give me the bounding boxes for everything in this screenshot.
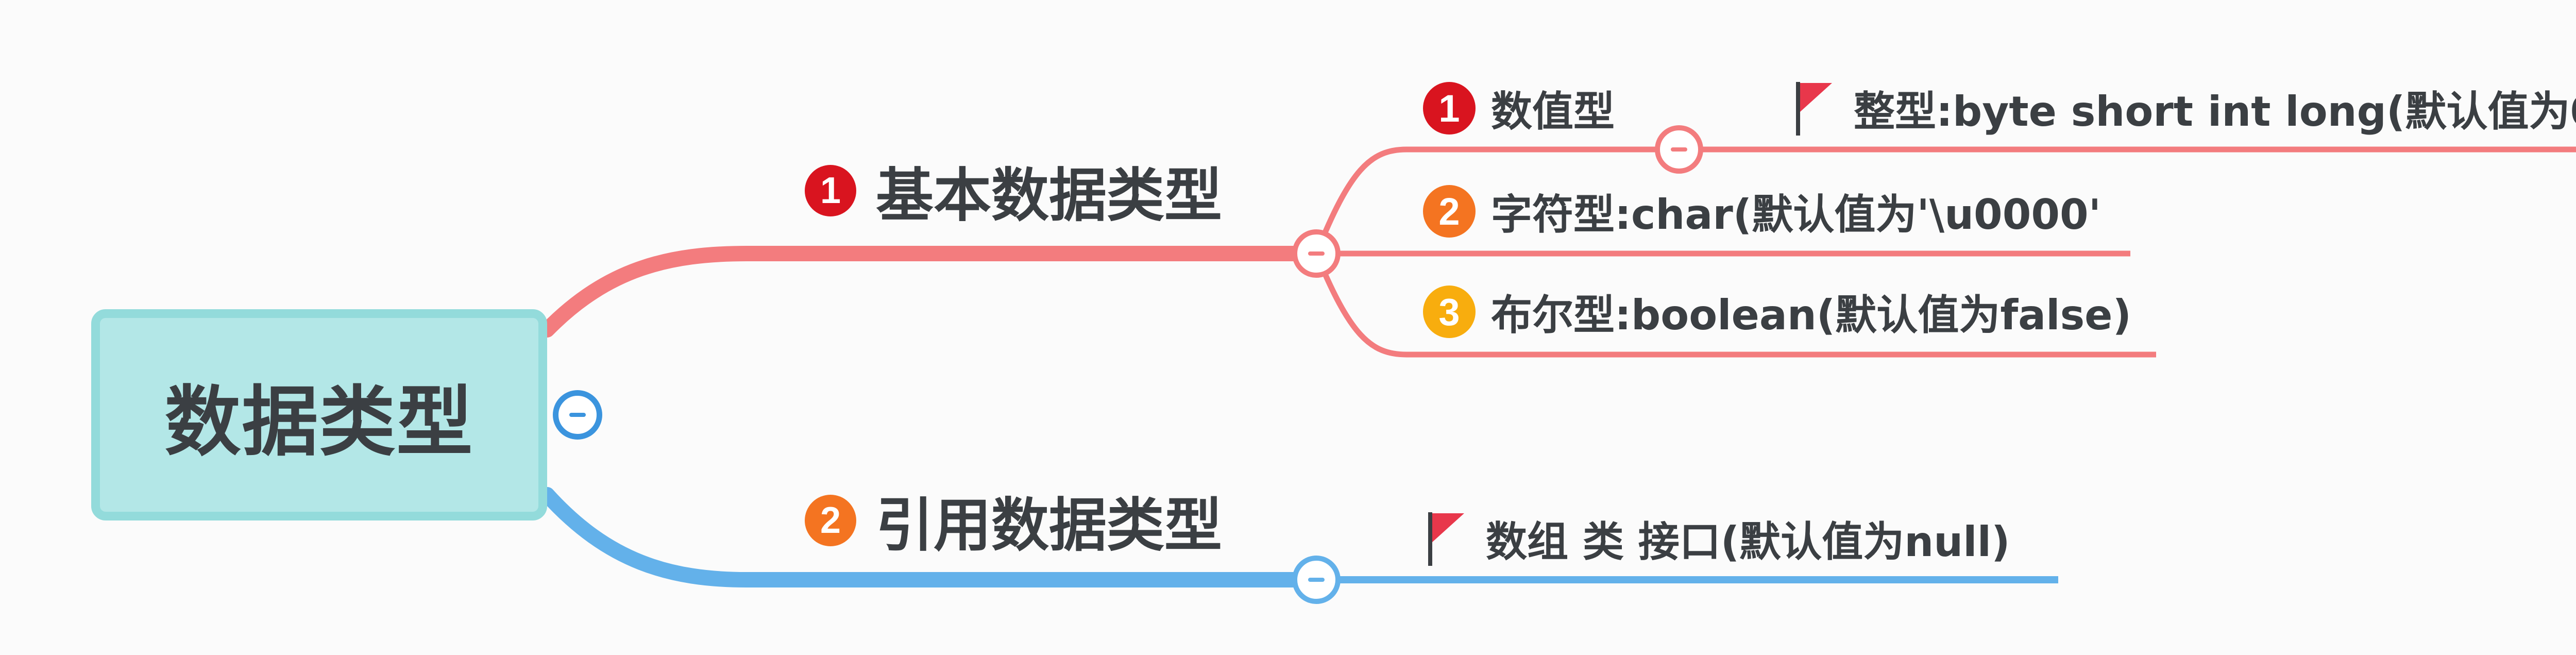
topic-numeric[interactable]: 1 数值型 bbox=[1423, 77, 1615, 139]
branch-primitive-types[interactable]: 1 基本数据类型 bbox=[805, 155, 1222, 229]
link-child-numeric bbox=[1313, 146, 2576, 255]
topic-reference-list[interactable]: 数组 类 接口(默认值为null) bbox=[1426, 508, 2010, 569]
topic-integer-label: 整型:byte short int long(默认值为0) bbox=[1854, 88, 2576, 136]
minus-icon bbox=[1308, 577, 1325, 582]
topic-char-label: 字符型:char(默认值为'\u0000' bbox=[1491, 191, 2102, 239]
link-child-boolean bbox=[1313, 252, 2156, 358]
root-topic-label: 数据类型 bbox=[164, 377, 474, 466]
root-topic[interactable]: 数据类型 bbox=[91, 309, 547, 520]
topic-reference-list-label: 数组 类 接口(默认值为null) bbox=[1486, 518, 2010, 566]
collapse-branch1-button[interactable] bbox=[1292, 229, 1341, 278]
collapse-branch2-button[interactable] bbox=[1292, 556, 1341, 604]
link-root-branch1 bbox=[539, 246, 1324, 338]
red-flag-icon bbox=[1428, 512, 1464, 566]
collapse-numeric-button[interactable] bbox=[1655, 125, 1703, 174]
branch-reference-types[interactable]: 2 引用数据类型 bbox=[805, 484, 1222, 559]
link-root-branch2 bbox=[539, 487, 1324, 587]
branch-reference-types-label: 引用数据类型 bbox=[876, 492, 1222, 559]
priority-1-marker: 1 bbox=[805, 165, 856, 216]
minus-icon bbox=[569, 412, 586, 417]
minus-icon bbox=[1670, 147, 1688, 152]
branch-primitive-types-label: 基本数据类型 bbox=[876, 162, 1222, 229]
red-flag-icon bbox=[1796, 82, 1832, 136]
topic-char[interactable]: 2 字符型:char(默认值为'\u0000' bbox=[1423, 180, 2101, 242]
topic-boolean[interactable]: 3 布尔型:boolean(默认值为false) bbox=[1423, 281, 2131, 343]
priority-3-marker: 3 bbox=[1423, 285, 1476, 338]
minus-icon bbox=[1308, 251, 1325, 256]
topic-numeric-label: 数值型 bbox=[1491, 88, 1615, 136]
priority-1-marker: 1 bbox=[1423, 82, 1476, 135]
topic-integer[interactable]: 整型:byte short int long(默认值为0) bbox=[1794, 77, 2576, 139]
topic-boolean-label: 布尔型:boolean(默认值为false) bbox=[1491, 291, 2132, 339]
priority-2-marker: 2 bbox=[805, 495, 856, 546]
collapse-root-button[interactable] bbox=[553, 390, 602, 440]
priority-2-marker: 2 bbox=[1423, 185, 1476, 238]
